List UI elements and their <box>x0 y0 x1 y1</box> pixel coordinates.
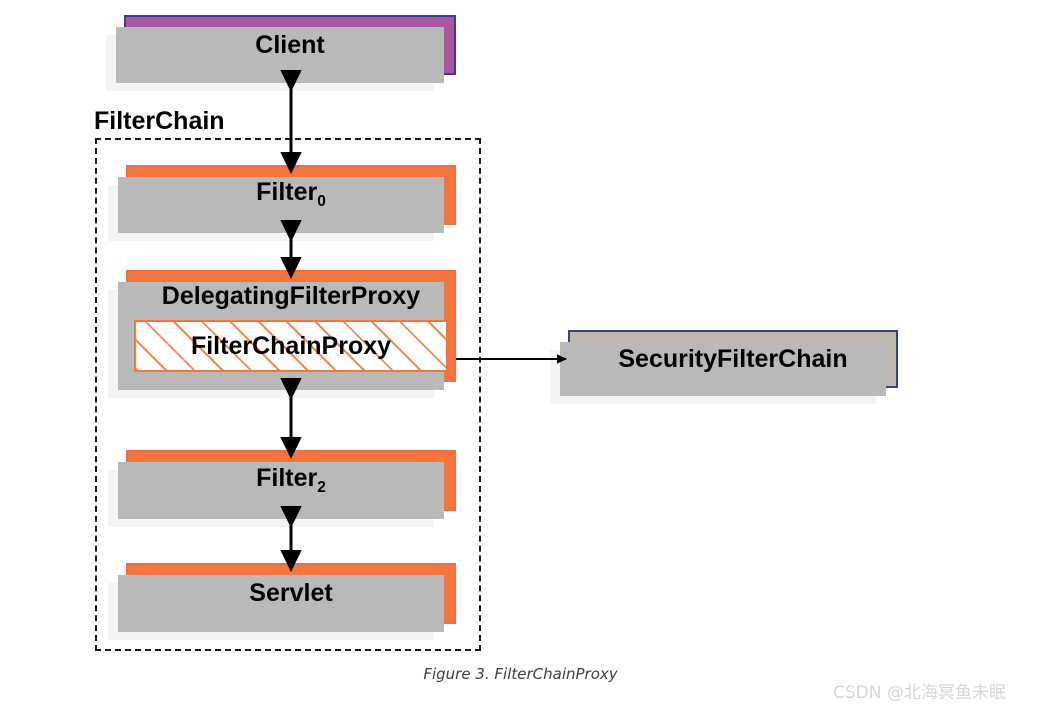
node-servlet-label: Servlet <box>249 579 333 607</box>
node-security-filter-chain-label: SecurityFilterChain <box>618 344 848 373</box>
node-filter-0-text: Filter <box>256 178 318 207</box>
filterchain-label: FilterChain <box>94 107 225 135</box>
node-filter-2-label: Filter2 <box>256 463 326 496</box>
node-servlet[interactable]: Servlet <box>108 563 456 640</box>
node-filter-chain-proxy[interactable]: FilterChainProxy <box>134 320 448 372</box>
node-filter-chain-proxy-label: FilterChainProxy <box>190 331 392 360</box>
node-security-filter-chain[interactable]: SecurityFilterChain <box>550 330 898 404</box>
csdn-watermark: CSDN @北海冥鱼未眠 <box>833 683 1006 703</box>
node-client[interactable]: Client <box>106 15 456 91</box>
node-delegating-filter-proxy[interactable]: DelegatingFilterProxy FilterChainProxy <box>108 270 456 398</box>
node-filter-0-label: Filter0 <box>256 180 326 210</box>
node-filter-2-subscript: 2 <box>317 478 326 496</box>
node-filter-0-subscript: 0 <box>317 193 326 211</box>
node-client-label: Client <box>255 30 325 59</box>
node-delegating-filter-proxy-label: DelegatingFilterProxy <box>161 281 421 310</box>
node-filter-0[interactable]: Filter0 <box>108 165 456 241</box>
figure-caption: Figure 3. FilterChainProxy <box>423 665 618 683</box>
node-filter-2-text: Filter <box>256 463 318 492</box>
node-filter-2[interactable]: Filter2 <box>108 450 456 527</box>
